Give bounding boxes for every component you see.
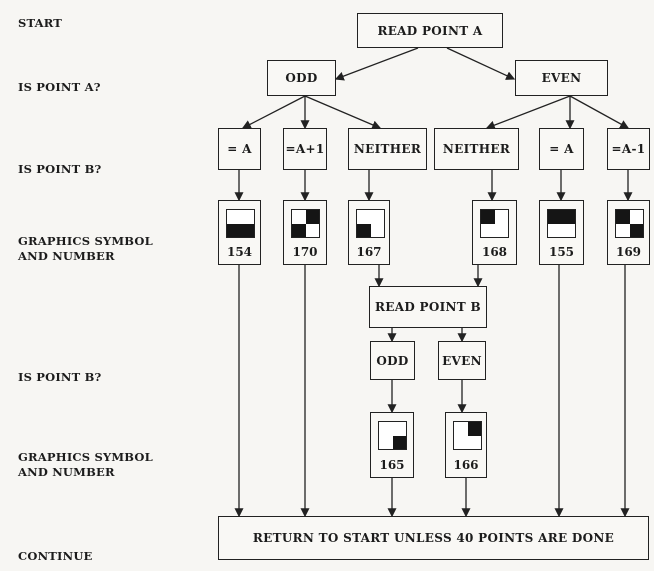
symbol-169: 169 (607, 200, 650, 265)
graphic-bottom-left-filled-icon (356, 209, 385, 238)
node-return-to-start: RETURN TO START UNLESS 40 POINTS ARE DON… (218, 516, 649, 560)
symbol-165: 165 (370, 412, 414, 478)
node-b-even: EVEN (438, 341, 486, 380)
node-even-b-equals-a-minus-1: =A-1 (607, 128, 650, 170)
symbol-167: 167 (348, 200, 390, 265)
graphic-bottom-right-filled-icon (378, 421, 407, 450)
symbol-number: 170 (292, 245, 318, 259)
symbol-170: 170 (283, 200, 327, 265)
label-is-point-a: IS POINT A? (18, 80, 101, 94)
node-read-point-a: READ POINT A (357, 13, 503, 48)
graphic-bottom-half-filled-icon (226, 209, 255, 238)
graphic-checker-tr-bl-icon (291, 209, 320, 238)
arrow-read-a-to-odd (334, 47, 419, 81)
arrow-even-to-neither (485, 95, 571, 130)
symbol-166: 166 (445, 412, 487, 478)
label-graphics-symbol-second: GRAPHICS SYMBOL AND NUMBER (18, 450, 153, 479)
graphic-top-right-filled-icon (453, 421, 482, 450)
node-b-odd: ODD (370, 341, 415, 380)
graphic-checker-tl-br-icon (615, 209, 644, 238)
arrow-odd-to-neither (304, 95, 382, 130)
node-even-b-equals-a: = A (539, 128, 584, 170)
node-odd-b-neither: NEITHER (348, 128, 427, 170)
symbol-number: 167 (356, 245, 382, 259)
node-odd-b-equals-a-plus-1: =A+1 (283, 128, 327, 170)
symbol-number: 165 (379, 458, 405, 472)
symbol-168: 168 (472, 200, 517, 265)
symbol-number: 155 (548, 245, 575, 259)
label-graphics-symbol: GRAPHICS SYMBOL AND NUMBER (18, 234, 153, 263)
node-even-b-neither: NEITHER (434, 128, 519, 170)
symbol-number: 169 (615, 245, 642, 259)
label-start: START (18, 16, 63, 30)
node-odd-b-equals-a: = A (218, 128, 261, 170)
symbol-number: 154 (226, 245, 253, 259)
label-is-point-b-second: IS POINT B? (18, 370, 102, 384)
node-a-even: EVEN (515, 60, 608, 96)
label-is-point-b: IS POINT B? (18, 162, 102, 176)
symbol-154: 154 (218, 200, 261, 265)
symbol-number: 168 (481, 245, 508, 259)
label-continue: CONTINUE (18, 549, 93, 563)
arrow-odd-to-eq-a (241, 95, 306, 129)
graphic-top-half-filled-icon (547, 209, 576, 238)
node-read-point-b: READ POINT B (369, 286, 487, 328)
arrow-read-a-to-even (446, 47, 516, 80)
graphic-top-left-filled-icon (480, 209, 509, 238)
symbol-number: 166 (453, 458, 479, 472)
arrow-even-to-eq-a-minus-1 (569, 95, 630, 129)
symbol-155: 155 (539, 200, 584, 265)
node-a-odd: ODD (267, 60, 336, 96)
